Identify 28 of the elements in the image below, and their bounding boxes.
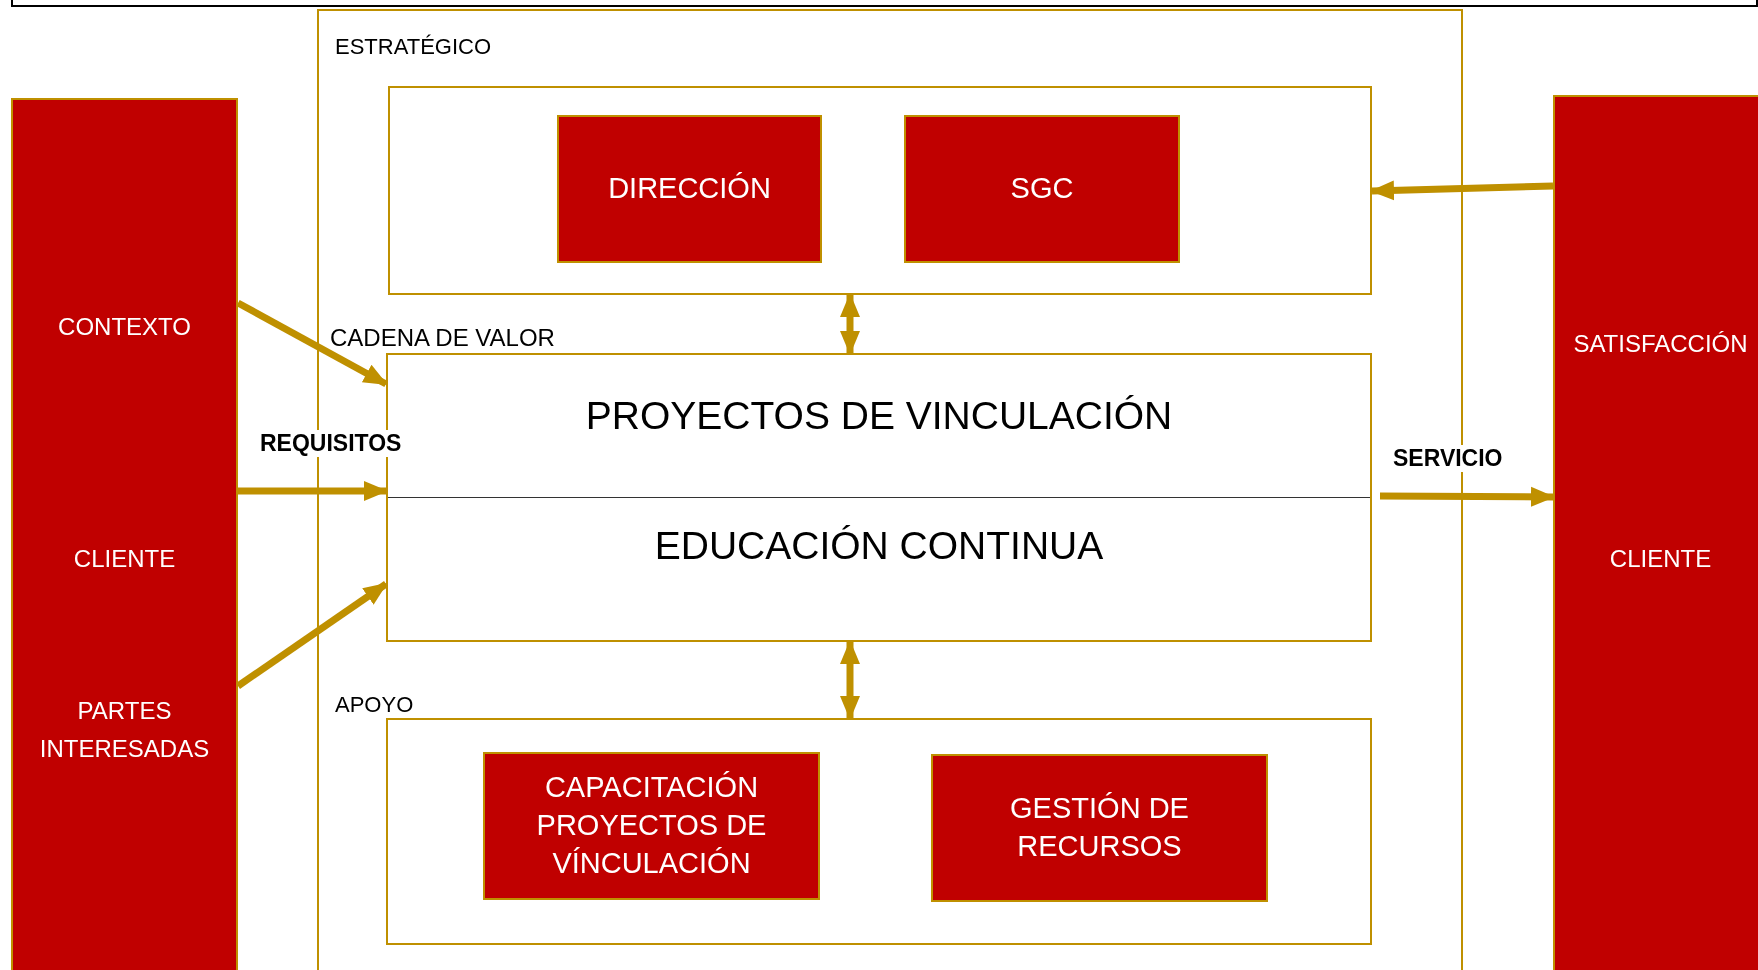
section-heading: APOYO	[335, 692, 414, 718]
customer-bar	[1553, 95, 1758, 970]
section-heading: ESTRATÉGICO	[335, 34, 492, 60]
stakeholder-label: SATISFACCIÓN	[1572, 329, 1749, 359]
process-label: SGC	[1010, 171, 1074, 207]
arrow	[1379, 486, 1555, 507]
stakeholder-label: CLIENTE	[1608, 544, 1713, 574]
edge-label: REQUISITOS	[258, 430, 404, 457]
process-label: CAPACITACIÓN PROYECTOS DE VÍNCULACIÓN	[535, 770, 768, 881]
edge-label: SERVICIO	[1391, 445, 1505, 472]
process-label: GESTIÓN DE RECURSOS	[1009, 791, 1190, 864]
process-label: DIRECCIÓN	[608, 171, 771, 207]
stakeholder-label: CONTEXTO	[57, 312, 192, 342]
process-label: EDUCACIÓN CONTINUA	[653, 523, 1105, 569]
arrow	[238, 481, 388, 501]
process-box	[904, 115, 1180, 263]
section-heading: CADENA DE VALOR	[330, 324, 555, 352]
double-arrow	[840, 293, 860, 355]
process-box	[931, 754, 1268, 902]
stakeholder-label: PARTES INTERESADAS	[38, 696, 211, 765]
arrow	[236, 299, 388, 388]
stakeholder-label: CLIENTE	[72, 544, 177, 574]
process-box	[483, 752, 820, 900]
arrow	[236, 581, 388, 689]
stakeholder-bar	[11, 98, 238, 970]
process-box	[557, 115, 822, 263]
arrow	[1370, 180, 1554, 201]
double-arrow	[840, 640, 860, 720]
